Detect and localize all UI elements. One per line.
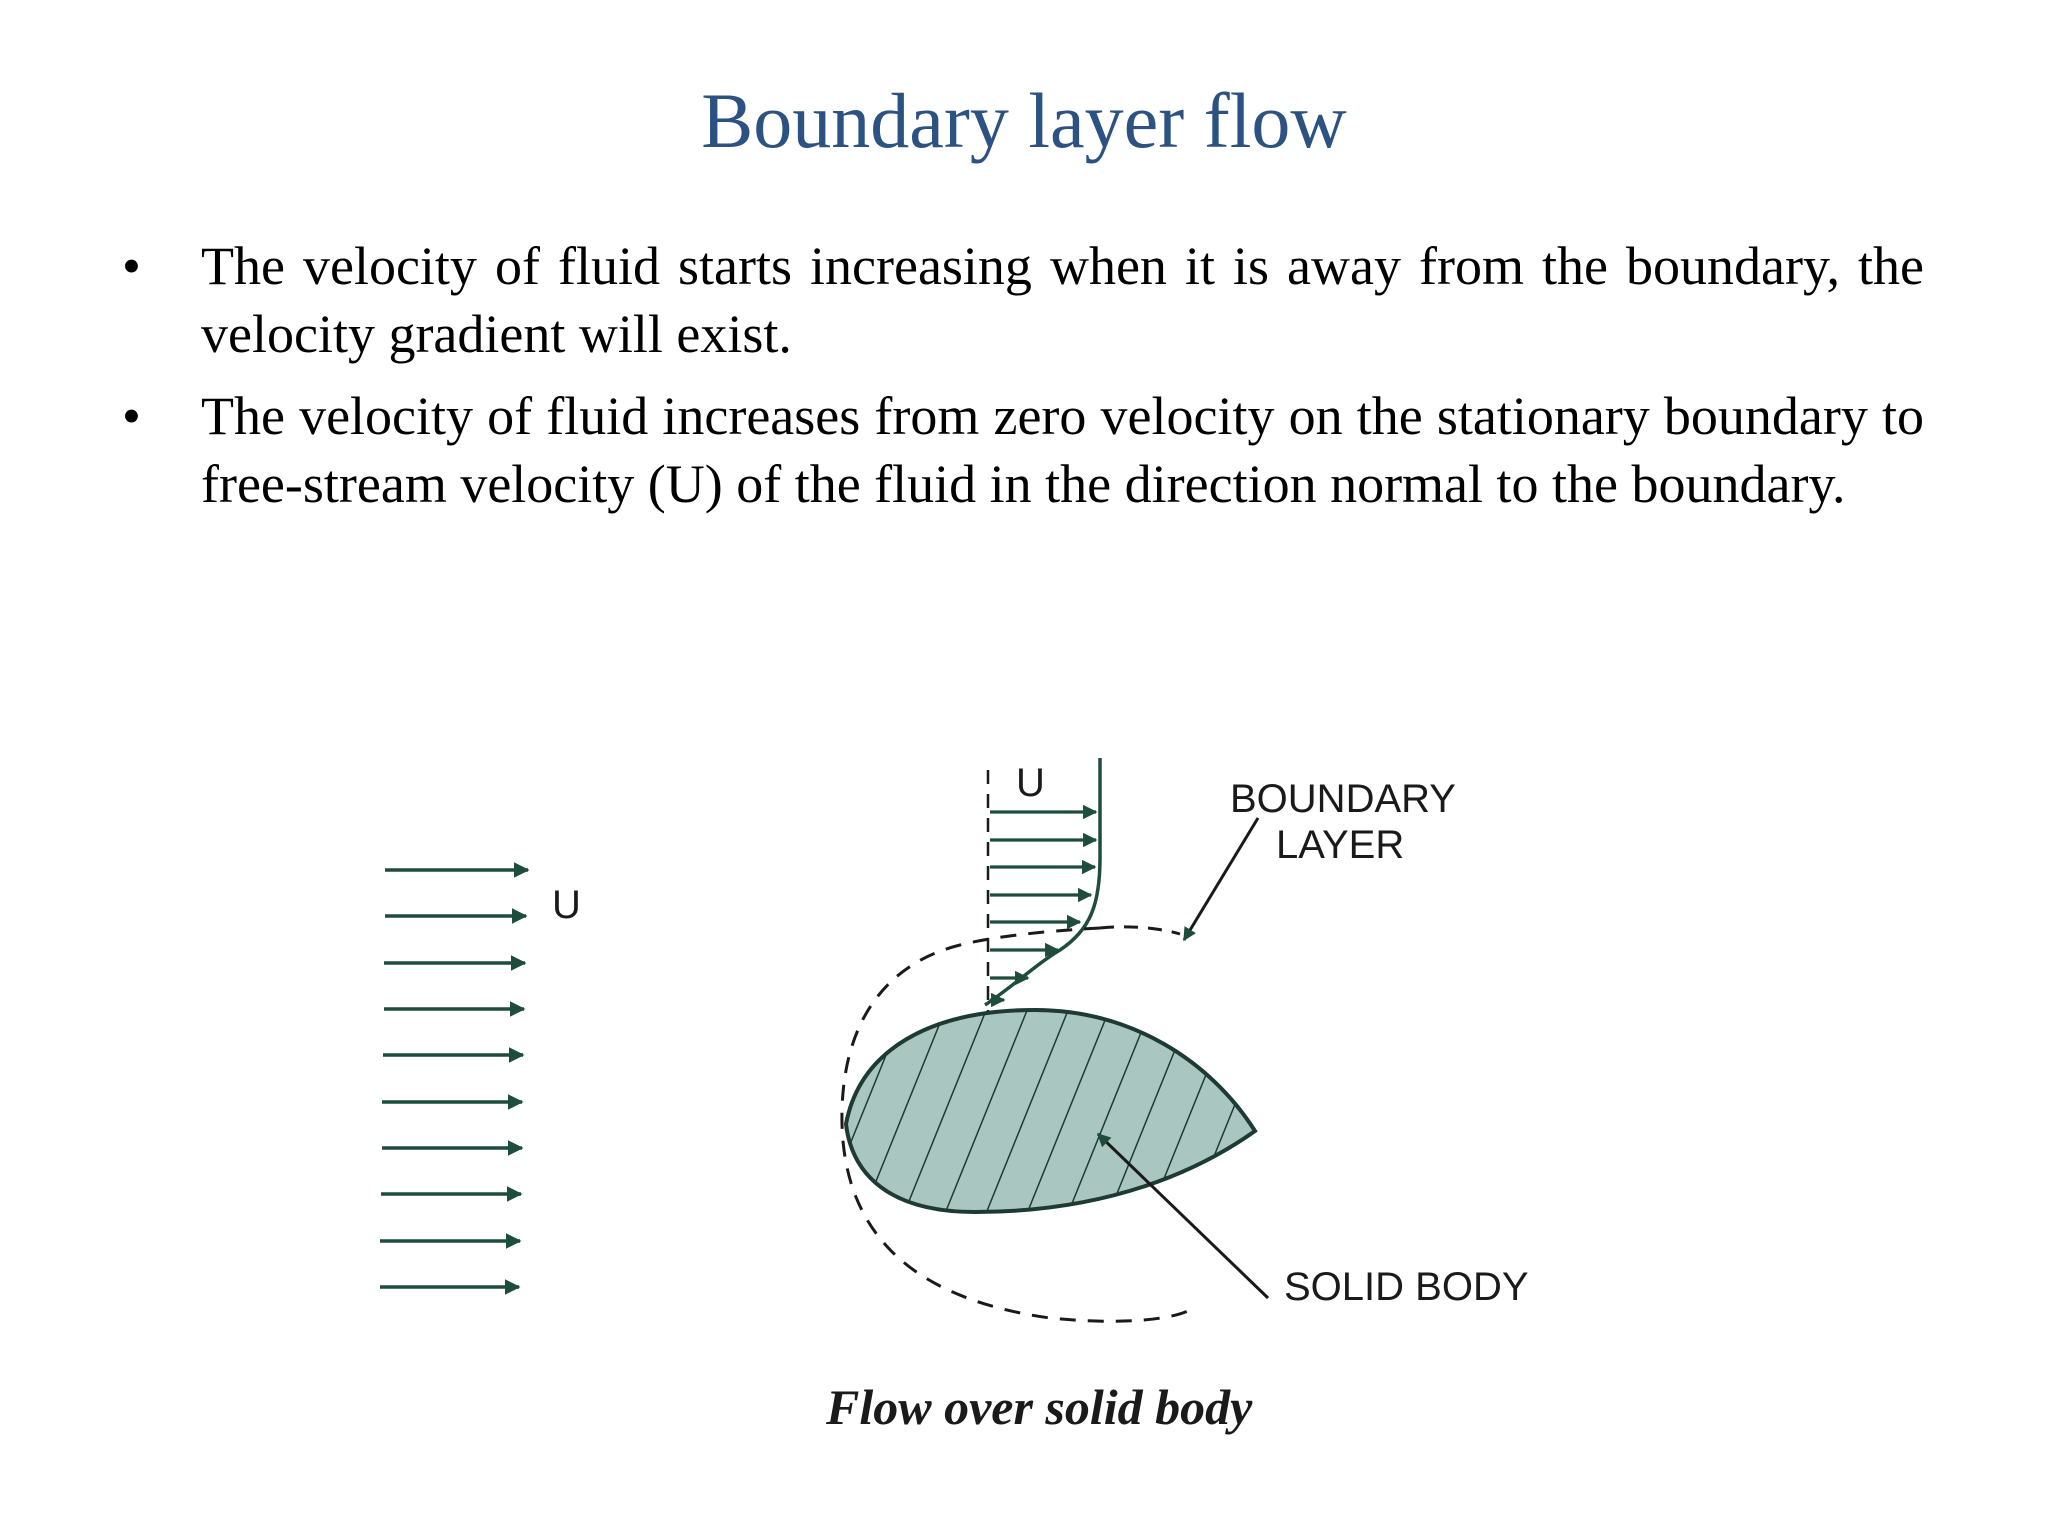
freestream-velocity-label: U xyxy=(552,883,581,927)
freestream-arrows xyxy=(380,862,530,1295)
bullet-text: The velocity of fluid starts increasing … xyxy=(201,236,1924,364)
profile-curve xyxy=(984,857,1102,1007)
velocity-profile: U xyxy=(984,758,1102,1100)
boundary-layer-pointer xyxy=(1182,817,1260,942)
boundary-layer-envelope xyxy=(840,926,1191,1323)
bullet-item: • The velocity of fluid increases from z… xyxy=(118,382,1924,518)
bullet-marker: • xyxy=(122,236,141,296)
bullet-marker: • xyxy=(122,386,141,446)
boundary-layer-outer-dash xyxy=(1099,925,1181,936)
solid-body xyxy=(843,1007,1258,1215)
diagram-caption: Flow over solid body xyxy=(825,1379,1253,1435)
boundary-layer-label-line2: LAYER xyxy=(1276,823,1404,867)
bullet-item: • The velocity of fluid starts increasin… xyxy=(118,232,1924,368)
slide-title: Boundary layer flow xyxy=(701,77,1347,164)
solid-body-pointer xyxy=(1096,1132,1270,1300)
boundary-layer-label-line1: BOUNDARY xyxy=(1230,777,1456,821)
solid-body-label: SOLID BODY xyxy=(1284,1265,1529,1309)
bullet-text: The velocity of fluid increases from zer… xyxy=(201,386,1924,514)
bullet-list: • The velocity of fluid starts increasin… xyxy=(118,232,1924,532)
profile-velocity-label: U xyxy=(1016,761,1045,805)
